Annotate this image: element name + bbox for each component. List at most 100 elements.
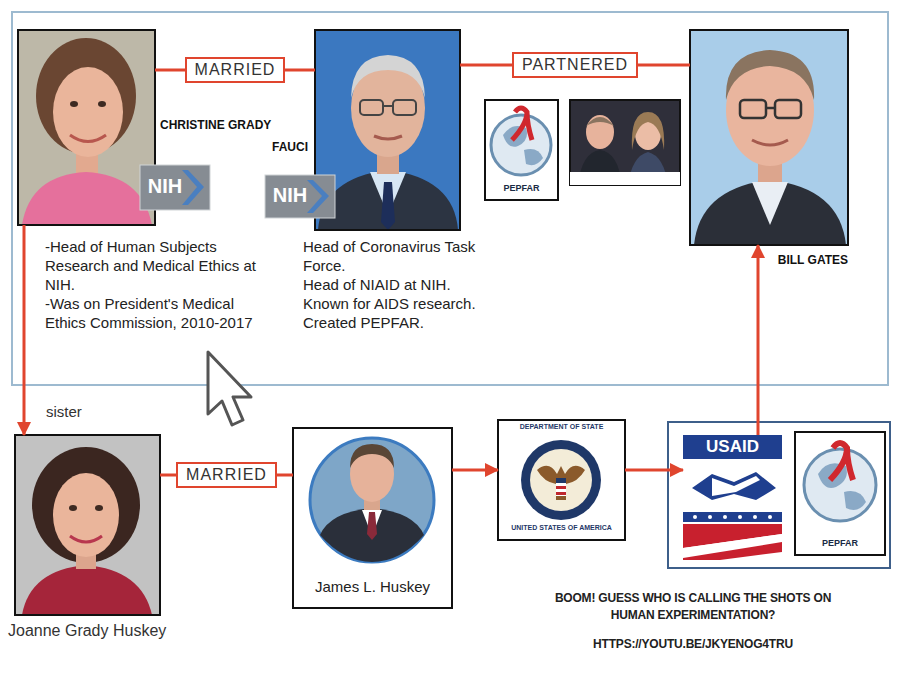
node-text: PEPFAR [485,183,558,193]
person-photo: FAUCIHead of Coronavirus Task Force.Head… [315,30,460,230]
usaid-logo [683,435,782,560]
fauci-portrait [351,55,425,98]
pepfar-logo [795,432,885,555]
usaid-logo [683,512,782,522]
person-photo: CHRISTINE GRADY-Head of Human Subjects R… [18,30,155,225]
pepfar-logo [844,491,866,510]
relation-arrow [23,225,26,435]
usaid-logo [683,542,782,560]
node-text: CHRISTINE GRADY [160,118,271,132]
person-card: James L. Huskey [293,428,452,608]
gates-portrait [694,180,846,245]
fauci-portrait [374,136,402,139]
pepfar-logo [485,100,558,200]
joanne-portrait [69,505,77,511]
relation-arrow [625,469,683,472]
usaid-logo [753,515,757,519]
joanne-portrait [70,536,102,542]
relation-arrow [757,245,760,435]
pepfar-logo [485,100,558,200]
nih-badge [265,175,335,218]
huskey-portrait [350,444,394,468]
foundation-photo [570,100,680,185]
pepfar-logo [512,108,532,140]
foundation-photo [586,115,614,149]
gates-portrait [690,30,848,245]
person-photo: Joanne Grady Huskey [15,435,160,615]
node-text: James L. Huskey [293,578,452,595]
agency-logo: USAID [683,435,782,560]
mouse-cursor [208,352,251,425]
node-text: UNITED STATES OF AMERICA [498,524,625,531]
state-department-seal [498,420,625,540]
grady-portrait [22,172,152,225]
gates-portrait [775,100,801,118]
nih-badge [140,165,210,210]
gates-portrait [726,50,814,100]
huskey-portrait [367,512,377,540]
gates-portrait [766,107,775,110]
usaid-logo [708,515,712,519]
usaid-logo [692,472,776,500]
foundation-photo [570,100,680,185]
caption-note: BOOM! GUESS WHO IS CALLING THE SHOTS ON … [548,590,838,624]
relation-label: sister [44,403,84,420]
usaid-logo [683,435,782,459]
node-text: Joanne Grady Huskey [8,622,166,640]
node-text: -Head of Human Subjects Research and Med… [45,237,270,294]
relation-arrow [452,469,498,472]
foundation-photo [586,117,614,126]
gates-portrait [690,30,848,245]
state-department-seal [521,440,601,520]
huskey-portrait [310,438,434,562]
node-text: Head of Coronavirus Task Force. [303,237,493,275]
agency-badge: NIH [140,165,210,210]
state-department-seal [556,478,566,483]
node-text: -Was on President's Medical Ethics Commi… [45,294,270,332]
joanne-portrait [53,473,119,557]
fauci-portrait [315,30,460,230]
agency-badge: NIH [265,175,335,218]
gates-portrait [752,182,788,225]
joanne-portrait [95,505,103,511]
usaid-logo [738,515,742,519]
node-text: BILL GATES [740,253,848,267]
relation-label: MARRIED [176,462,277,488]
state-department-seal [530,449,592,511]
node-text: USAID [683,435,782,459]
huskey-portrait [293,428,452,608]
huskey-portrait [320,508,424,562]
node-text: NIH [144,175,186,198]
node-text: PEPFAR [795,538,885,548]
state-department-seal [556,486,566,489]
agency-seal: DEPARTMENT OF STATE UNITED STATES OF AMER… [498,420,625,540]
state-department-seal [498,420,625,540]
nih-badge [182,170,204,205]
pepfar-logo [830,443,853,480]
grady-portrait [18,30,155,225]
fauci-portrait [315,30,460,230]
huskey-portrait [293,428,452,608]
joanne-portrait [32,447,140,563]
program-logo: PEPFAR [485,100,558,200]
fauci-portrait [318,170,458,230]
grady-portrait [70,135,106,142]
gates-portrait [690,30,848,245]
node-text: DEPARTMENT OF STATE [498,423,625,430]
state-department-seal [556,482,566,496]
grady-portrait [18,30,155,225]
usaid-group-box [668,422,890,568]
relation-label: PARTNERED [512,52,638,78]
fauci-portrait [393,100,416,115]
usaid-logo [723,515,727,519]
source-link: HTTPS://YOUTU.BE/JKYENOG4TRU [548,636,838,653]
node-text: Created PEPFAR. [303,313,493,332]
grady-portrait [70,101,78,107]
foundation-photo [570,172,680,185]
fauci-portrait [383,105,393,107]
usaid-group-box [668,422,890,568]
joanne-portrait [15,435,160,615]
